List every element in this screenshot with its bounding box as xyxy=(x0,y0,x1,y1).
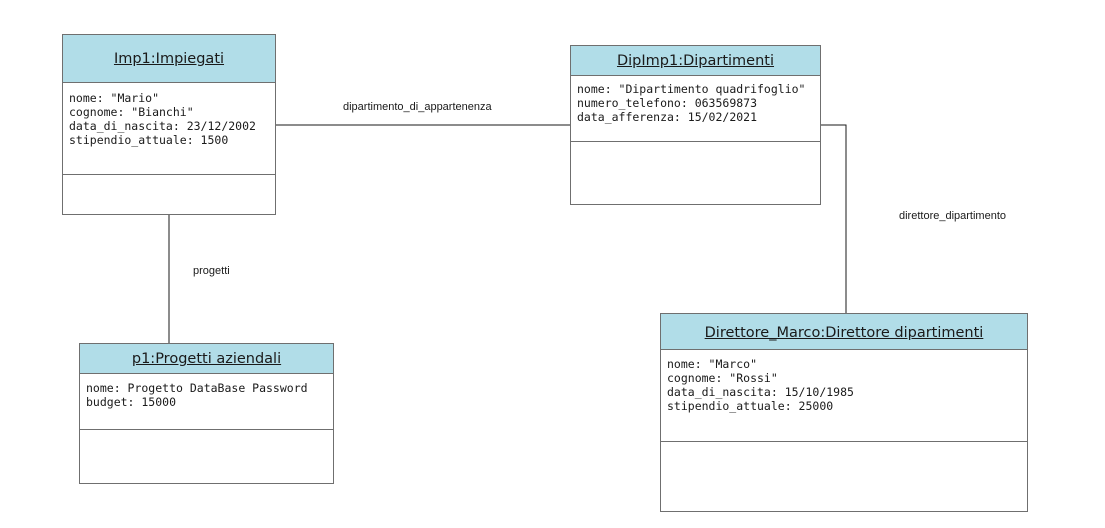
object-dipartimenti-attributes: nome: "Dipartimento quadrifoglio" numero… xyxy=(571,76,820,142)
object-impiegati-attributes: nome: "Mario" cognome: "Bianchi" data_di… xyxy=(63,83,275,175)
attribute-data-di-nascita: data_di_nascita: 15/10/1985 xyxy=(667,385,854,399)
object-direttore-attributes: nome: "Marco" cognome: "Rossi" data_di_n… xyxy=(661,350,1027,442)
attribute-nome: nome: Progetto DataBase Password xyxy=(86,381,308,395)
attribute-stipendio-attuale: stipendio_attuale: 25000 xyxy=(667,399,834,413)
object-progetti[interactable]: p1:Progetti aziendali nome: Progetto Dat… xyxy=(79,343,334,484)
attribute-stipendio-attuale: stipendio_attuale: 1500 xyxy=(69,133,229,147)
object-impiegati[interactable]: Imp1:Impiegati nome: "Mario" cognome: "B… xyxy=(62,34,276,215)
object-direttore[interactable]: Direttore_Marco:Direttore dipartimenti n… xyxy=(660,313,1028,512)
object-dipartimenti-title: DipImp1:Dipartimenti xyxy=(571,46,820,76)
attribute-cognome: cognome: "Rossi" xyxy=(667,371,778,385)
object-direttore-title: Direttore_Marco:Direttore dipartimenti xyxy=(661,314,1027,350)
object-impiegati-title: Imp1:Impiegati xyxy=(63,35,275,83)
object-progetti-title: p1:Progetti aziendali xyxy=(80,344,333,374)
attribute-cognome: cognome: "Bianchi" xyxy=(69,105,194,119)
object-dipartimenti[interactable]: DipImp1:Dipartimenti nome: "Dipartimento… xyxy=(570,45,821,205)
attribute-nome: nome: "Mario" xyxy=(69,91,160,105)
attribute-nome: nome: "Dipartimento quadrifoglio" xyxy=(577,82,806,96)
link-label-dipartimento-di-appartenenza: dipartimento_di_appartenenza xyxy=(343,101,492,113)
object-progetti-attributes: nome: Progetto DataBase Password budget:… xyxy=(80,374,333,430)
link-label-progetti: progetti xyxy=(193,265,230,277)
attribute-numero-telefono: numero_telefono: 063569873 xyxy=(577,96,758,110)
attribute-budget: budget: 15000 xyxy=(86,395,177,409)
attribute-data-afferenza: data_afferenza: 15/02/2021 xyxy=(577,110,758,124)
attribute-nome: nome: "Marco" xyxy=(667,357,758,371)
link-label-direttore-dipartimento: direttore_dipartimento xyxy=(899,210,1007,222)
attribute-data-di-nascita: data_di_nascita: 23/12/2002 xyxy=(69,119,256,133)
link-line-direttore-dipartimento[interactable] xyxy=(821,124,847,313)
